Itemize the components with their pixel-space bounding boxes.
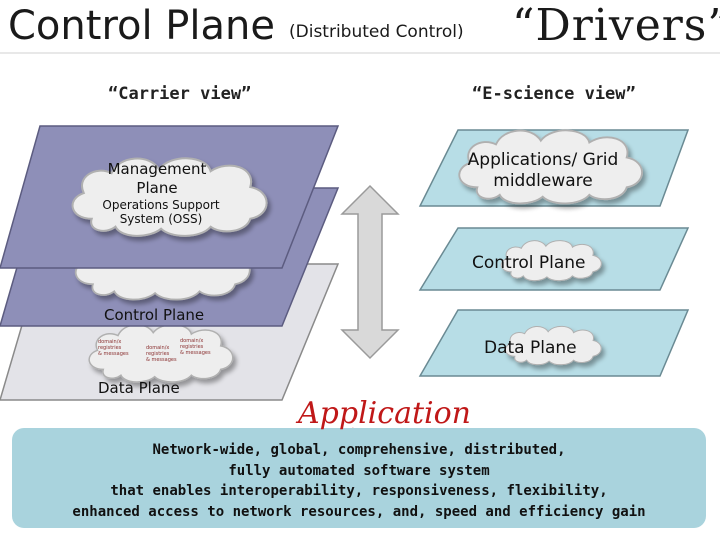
carrier-view-heading: “Carrier view” — [108, 84, 252, 104]
applications-label: Applications/ Grid middleware — [467, 150, 619, 191]
description-line: Network-wide, global, comprehensive, dis… — [152, 442, 566, 458]
left-control-plane-label: Control Plane — [104, 306, 205, 324]
application-description-box — [12, 428, 706, 528]
double-headed-arrow — [340, 184, 400, 360]
left-data-plane-label: Data Plane — [98, 379, 180, 397]
escience-view-heading: “E-science view” — [472, 84, 636, 104]
description-line: that enables interoperability, responsiv… — [110, 483, 608, 499]
right-data-plane-label: Data Plane — [484, 338, 577, 358]
title-divider — [0, 52, 720, 54]
description-line: enhanced access to network resources, an… — [72, 503, 646, 520]
right-control-plane-label: Control Plane — [472, 253, 586, 273]
page-title-drivers: “Drivers” — [512, 0, 720, 51]
description-line: fully automated software system — [228, 462, 490, 479]
application-label: Application — [298, 396, 471, 431]
application-description: Network-wide, global, comprehensive, dis… — [12, 440, 706, 522]
page-subtitle: (Distributed Control) — [289, 22, 464, 42]
management-plane-label: Management Plane — [107, 160, 207, 197]
page-title: Control Plane — [8, 3, 276, 49]
oss-label: Operations Support System (OSS) — [102, 198, 220, 226]
